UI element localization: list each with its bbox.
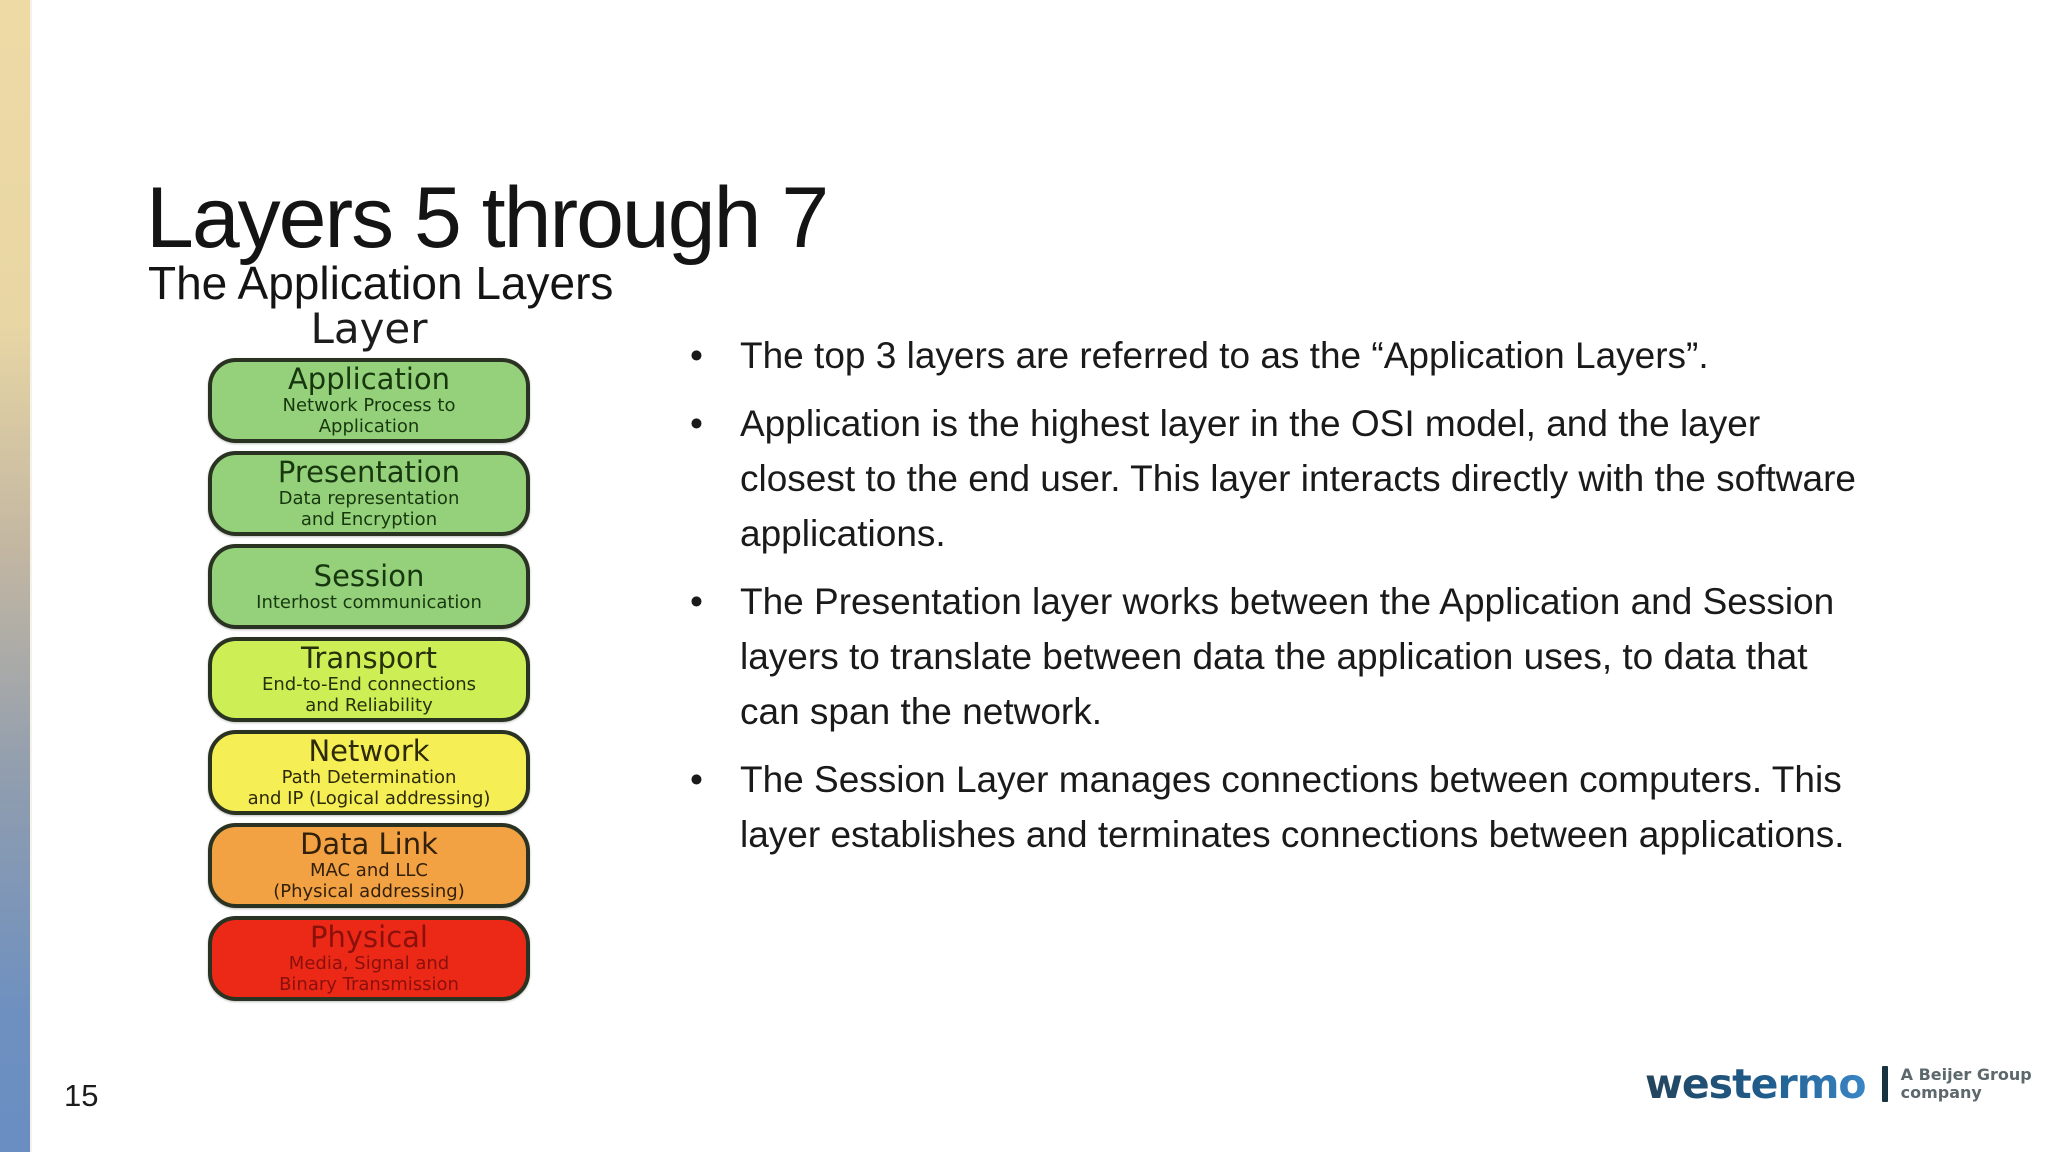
layer-description: End-to-End connections and Reliability (261, 674, 477, 716)
slide-accent-bar (0, 0, 32, 1152)
layer-name: Presentation (277, 455, 461, 489)
layer-name: Application (287, 362, 451, 396)
layer-description: Interhost communication (256, 591, 482, 613)
slide-title: Layers 5 through 7 (146, 169, 829, 266)
bullet-item: The Session Layer manages connections be… (688, 752, 1868, 862)
layer-name: Transport (300, 641, 438, 675)
layer-box-session: Session Interhost communication (208, 544, 530, 629)
layer-description: Media, Signal and Binary Transmission (279, 953, 459, 995)
layer-description: MAC and LLC (Physical addressing) (273, 860, 465, 902)
layer-name: Session (313, 558, 425, 593)
logo-tagline-line2: company (1900, 1083, 1982, 1102)
layer-box-data-link: Data Link MAC and LLC (Physical addressi… (208, 823, 530, 908)
logo-tagline: A Beijer Group company (1901, 1066, 2032, 1102)
westermo-wordmark: westermo (1645, 1060, 1867, 1108)
bullet-item: Application is the highest layer in the … (688, 396, 1868, 561)
layer-description: Data representation and Encryption (278, 488, 460, 530)
bullet-item: The Presentation layer works between the… (688, 574, 1868, 739)
logo-separator-bar (1881, 1066, 1888, 1102)
layer-name: Physical (310, 920, 428, 954)
osi-layer-diagram: Application Network Process to Applicati… (208, 358, 530, 1009)
bullet-list: The top 3 layers are referred to as the … (688, 328, 1868, 875)
layer-box-transport: Transport End-to-End connections and Rel… (208, 637, 530, 722)
logo-tagline-line1: A Beijer Group (1900, 1065, 2032, 1084)
layer-name: Data Link (300, 827, 438, 861)
layer-name: Network (308, 734, 430, 768)
layer-box-network: Network Path Determination and IP (Logic… (208, 730, 530, 815)
bullet-item: The top 3 layers are referred to as the … (688, 328, 1868, 383)
page-number: 15 (64, 1078, 99, 1113)
slide-subtitle: The Application Layers (148, 257, 614, 310)
layer-box-application: Application Network Process to Applicati… (208, 358, 530, 443)
layer-description: Path Determination and IP (Logical addre… (247, 767, 491, 809)
layer-box-physical: Physical Media, Signal and Binary Transm… (208, 916, 530, 1001)
westermo-logo: westermo A Beijer Group company (1645, 1062, 2032, 1106)
layer-box-presentation: Presentation Data representation and Enc… (208, 451, 530, 536)
layer-description: Network Process to Application (282, 395, 456, 437)
osi-diagram-header: Layer (310, 304, 428, 353)
